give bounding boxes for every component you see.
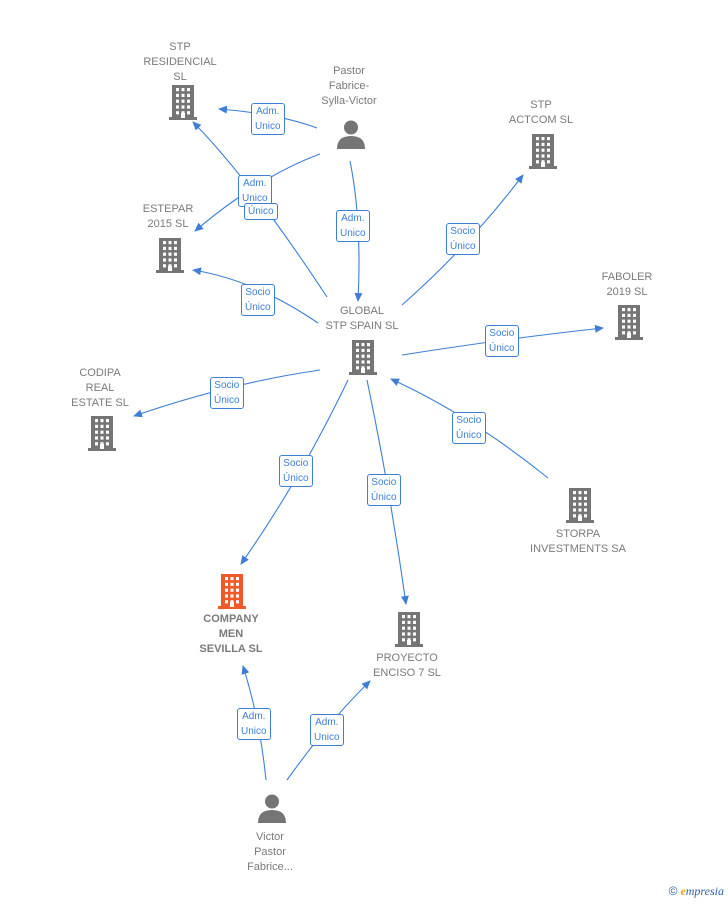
edge-label-pastor-to-estepar: Adm. Unico xyxy=(238,175,272,207)
person-shape xyxy=(337,120,365,149)
person-icon[interactable] xyxy=(336,119,366,154)
node-label-company_men[interactable]: COMPANY MEN SEVILLA SL xyxy=(199,613,263,655)
node-label-victor[interactable]: Victor Pastor Fabrice... xyxy=(247,831,293,873)
node-label-storpa[interactable]: STORPA INVESTMENTS SA xyxy=(530,528,626,555)
building-icon[interactable] xyxy=(393,611,425,652)
node-label-proyecto[interactable]: PROYECTO ENCISO 7 SL xyxy=(373,652,441,679)
edge-label-global-to-stp_residencial: Único xyxy=(244,202,278,220)
building-shape xyxy=(615,305,643,340)
building-shape xyxy=(156,238,184,273)
building-shape xyxy=(88,416,116,451)
edge-label-global-to-proyecto: Socio Único xyxy=(367,474,401,506)
building-icon[interactable] xyxy=(527,133,559,174)
edge-label-global-to-codipa: Socio Único xyxy=(210,377,244,409)
building-shape xyxy=(349,340,377,375)
edge-label-storpa-to-global: Socio Único xyxy=(452,412,486,444)
building-shape xyxy=(566,488,594,523)
building-shape xyxy=(529,134,557,169)
edge-label-victor-to-company_men: Adm. Unico xyxy=(237,708,271,740)
building-shape xyxy=(218,574,246,609)
node-label-pastor[interactable]: Pastor Fabrice- Sylla-Victor xyxy=(321,65,377,107)
copyright-icon: © xyxy=(668,884,678,898)
edge-label-pastor-to-stp_residencial: Adm. Unico xyxy=(251,103,285,135)
edge-label-global-to-faboler: Socio Único xyxy=(485,325,519,357)
logo-text: mpresia xyxy=(685,884,724,898)
building-shape xyxy=(395,612,423,647)
edge-label-pastor-to-global: Adm. Unico xyxy=(336,210,370,242)
building-icon[interactable] xyxy=(86,415,118,456)
node-label-global[interactable]: GLOBAL STP SPAIN SL xyxy=(325,305,399,332)
building-icon[interactable] xyxy=(216,573,248,614)
edge-label-victor-to-proyecto: Adm. Unico xyxy=(310,714,344,746)
node-label-stp_residencial[interactable]: STP RESIDENCIAL SL xyxy=(143,41,217,83)
edge-label-global-to-stp_actcom: Socio Único xyxy=(446,223,480,255)
person-icon[interactable] xyxy=(257,793,287,828)
building-icon[interactable] xyxy=(564,487,596,528)
building-icon[interactable] xyxy=(347,339,379,380)
edge-label-global-to-company_men: Socio Único xyxy=(279,455,313,487)
logo-initial: e xyxy=(680,884,686,898)
building-icon[interactable] xyxy=(613,304,645,345)
node-label-estepar[interactable]: ESTEPAR 2015 SL xyxy=(142,203,194,230)
building-icon[interactable] xyxy=(154,237,186,278)
empresia-logo[interactable]: ©empresia xyxy=(669,884,724,899)
node-label-codipa[interactable]: CODIPA REAL ESTATE SL xyxy=(71,367,129,409)
building-shape xyxy=(169,85,197,120)
node-label-stp_actcom[interactable]: STP ACTCOM SL xyxy=(508,99,574,126)
node-label-faboler[interactable]: FABOLER 2019 SL xyxy=(601,271,653,298)
person-shape xyxy=(258,794,286,823)
building-icon[interactable] xyxy=(167,84,199,125)
edge-label-global-to-estepar: Socio Único xyxy=(241,284,275,316)
